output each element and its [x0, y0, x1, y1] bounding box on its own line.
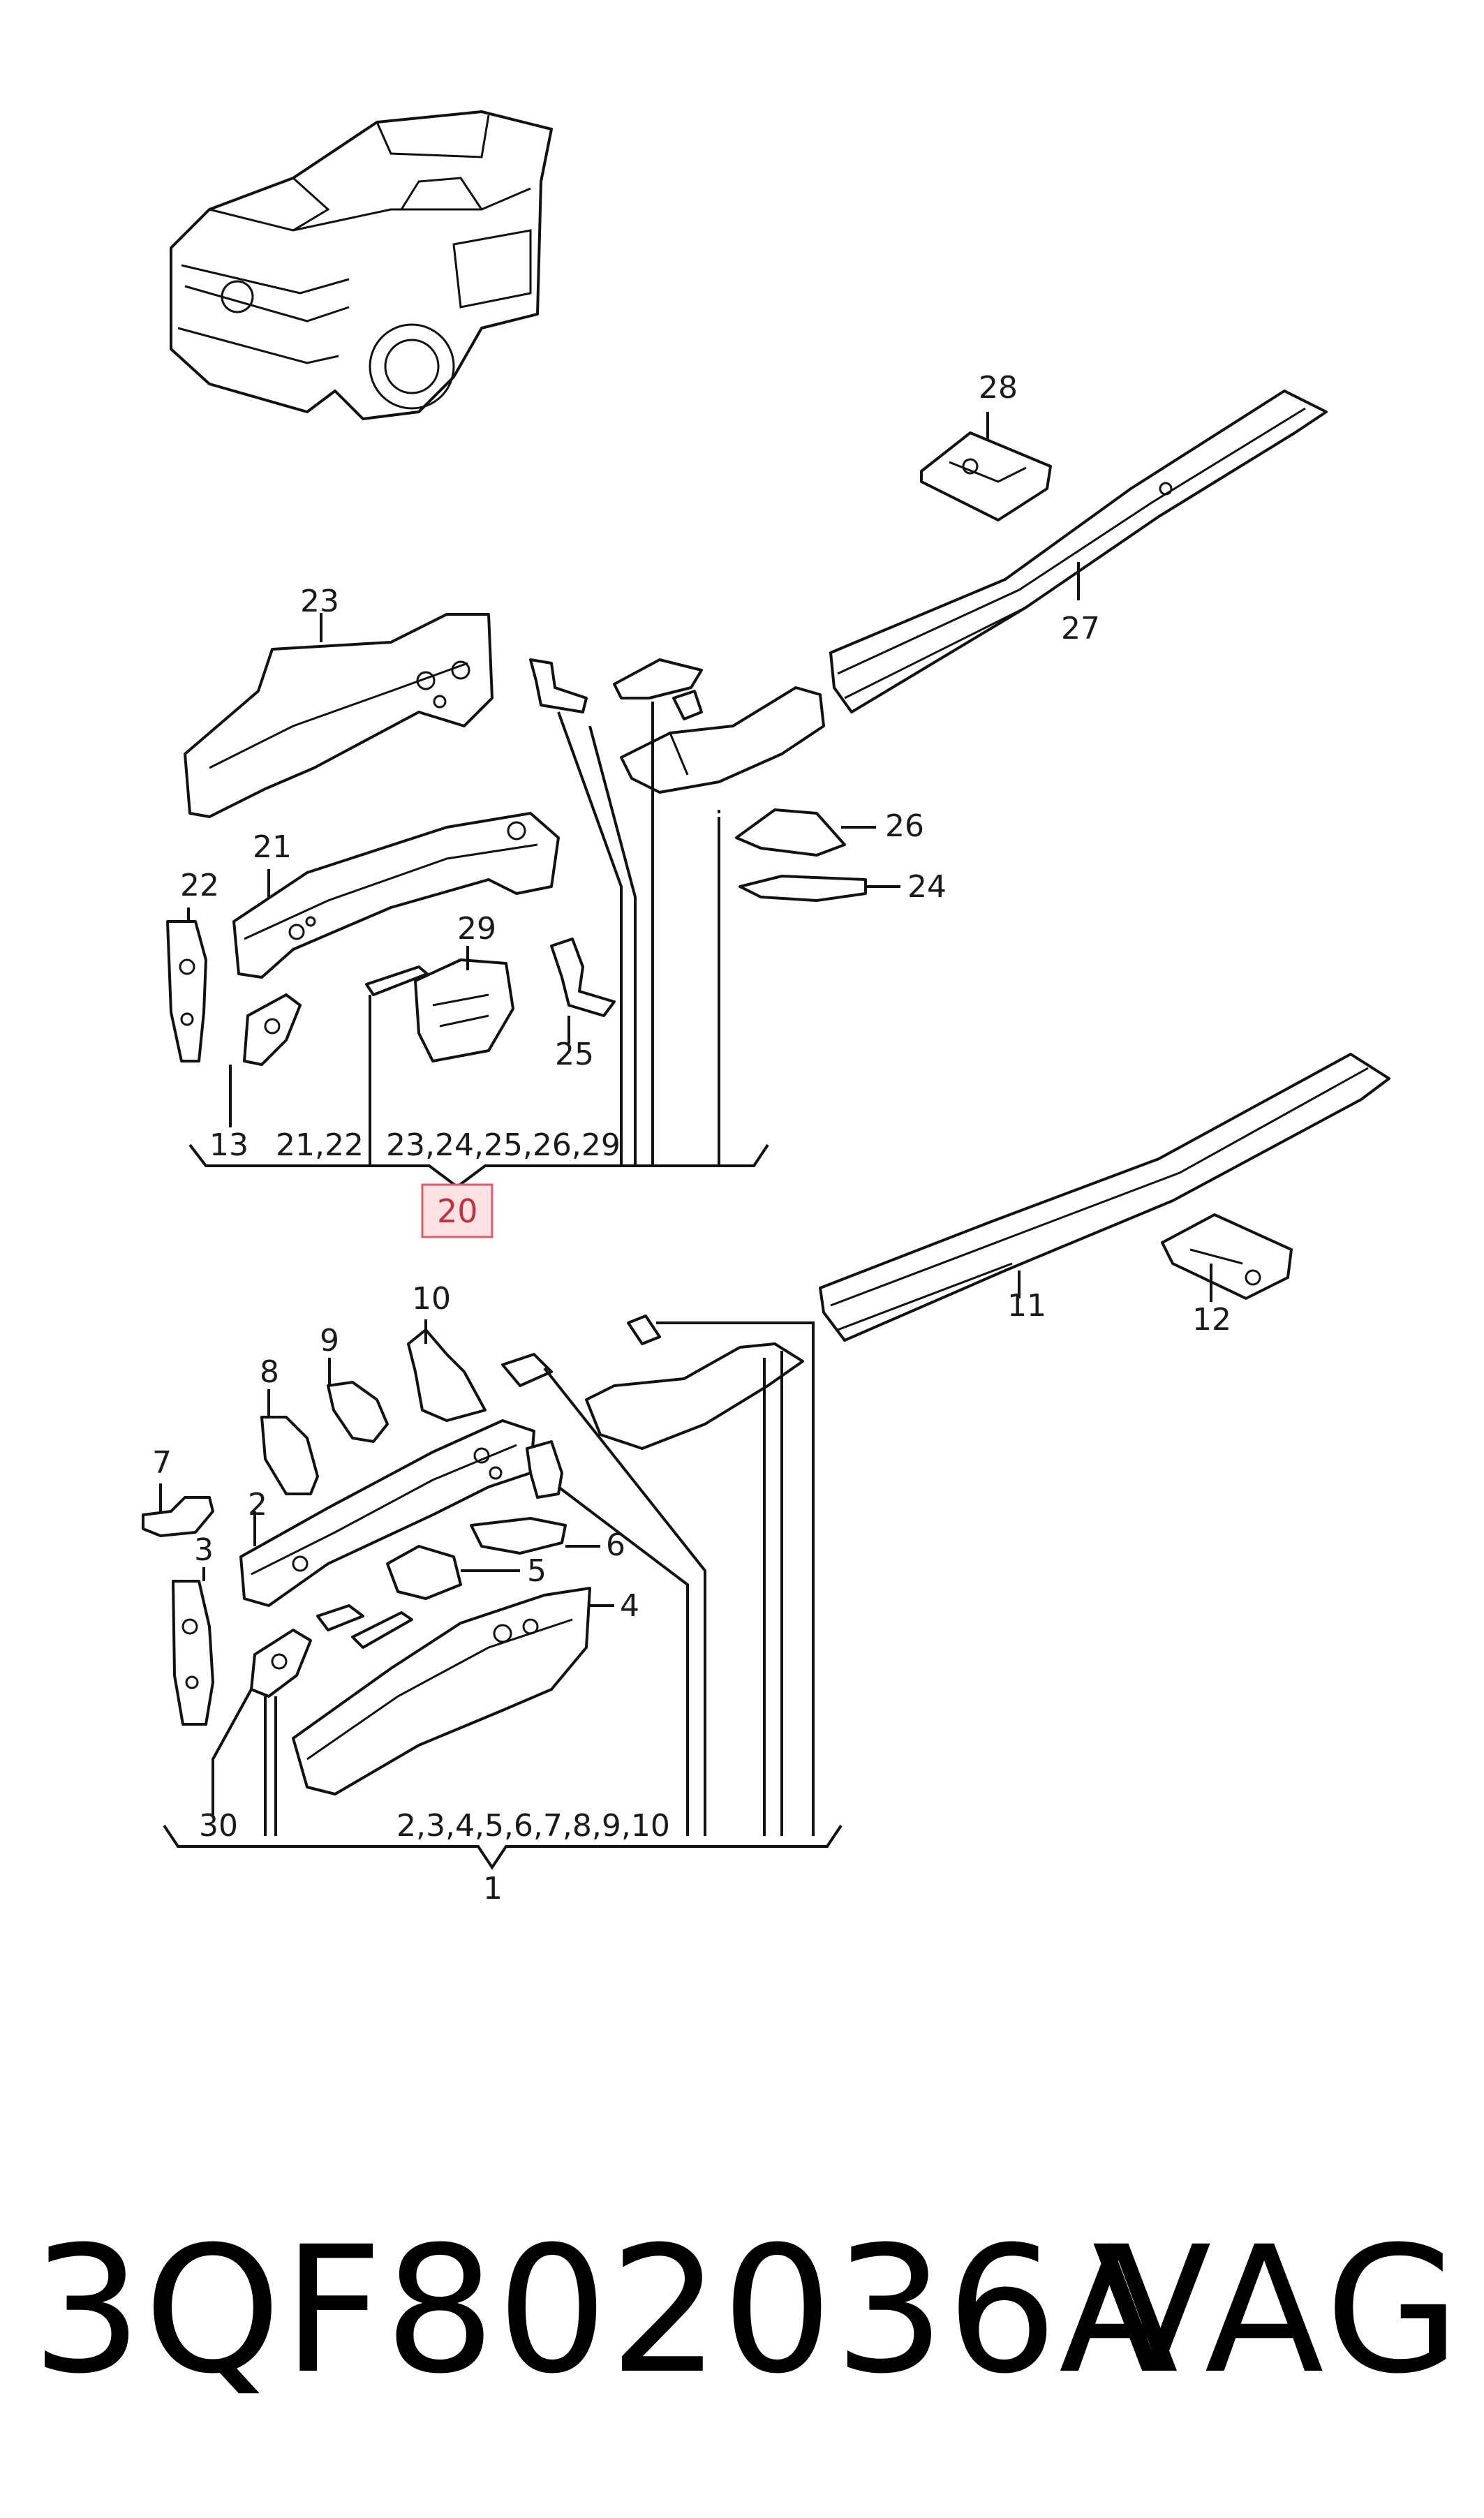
part-6-bracket: [470, 1517, 567, 1555]
lower-assembly: [142, 1053, 1390, 1795]
part-number: 3QF802036A: [31, 2209, 1180, 2412]
part-bracket-b: [613, 658, 703, 699]
callout-23: 23: [300, 584, 339, 619]
part-7-bracket: [142, 1496, 214, 1537]
callout-25: 25: [555, 1037, 594, 1072]
part-29-mount: [414, 958, 514, 1062]
brand-label: VAG: [1092, 2209, 1464, 2412]
callout-group-23-29: 23,24,25,26,29: [386, 1127, 621, 1163]
callout-13: 13: [209, 1127, 248, 1163]
callout-5: 5: [527, 1553, 547, 1589]
callout-8: 8: [260, 1354, 279, 1390]
callout-11: 11: [1007, 1288, 1046, 1324]
upper-assembly: [166, 390, 1328, 1066]
callout-10: 10: [412, 1281, 451, 1317]
callout-26: 26: [885, 808, 924, 844]
callout-group-2-10: 2,3,4,5,6,7,8,9,10: [396, 1808, 670, 1844]
part-small-plate-2: [351, 1611, 413, 1649]
callout-28: 28: [979, 370, 1018, 406]
part-center-bracket-b: [501, 1353, 553, 1387]
callout-7: 7: [152, 1445, 172, 1481]
part-center-bracket-c: [627, 1314, 661, 1345]
part-24-plate: [739, 875, 867, 902]
callout-27: 27: [1061, 611, 1100, 646]
part-13-bracket: [243, 993, 302, 1066]
part-3-bracket: [172, 1580, 214, 1726]
callout-3: 3: [194, 1532, 214, 1568]
part-30-bracket: [250, 1629, 312, 1698]
part-wheelhouse-rail: [620, 686, 825, 794]
part-23-member: [184, 613, 494, 818]
callout-30: 30: [199, 1808, 238, 1844]
part-11-sill-rail: [819, 1053, 1390, 1342]
callout-1: 1: [483, 1871, 503, 1906]
callout-22: 22: [180, 868, 219, 903]
part-5-bracket: [386, 1545, 462, 1600]
callout-12: 12: [1192, 1302, 1231, 1338]
callout-2: 2: [248, 1487, 267, 1523]
part-plate-small: [365, 965, 429, 996]
part-22-bracket: [166, 920, 207, 1062]
part-bracket-c: [672, 690, 703, 720]
lower-leader-lines: [159, 1264, 1212, 1870]
callout-4: 4: [620, 1588, 639, 1624]
part-2-member: [239, 1419, 535, 1607]
callout-29: 29: [457, 911, 496, 947]
callout-21: 21: [253, 829, 292, 865]
callout-6: 6: [606, 1527, 625, 1563]
vehicle-illustration: [170, 110, 553, 420]
part-25-bracket: [550, 938, 616, 1017]
callout-group-21-22: 21,22: [276, 1127, 364, 1163]
part-8-bracket: [260, 1416, 319, 1495]
part-4-member: [292, 1587, 591, 1795]
callout-labels: 23 28 27 21 22 29 26 24 25 13 21,22 23,2…: [152, 370, 1231, 1906]
part-26-plate: [735, 808, 846, 857]
part-center-bracket-a: [526, 1440, 563, 1499]
callout-20-highlighted: 20: [437, 1192, 478, 1230]
part-9-bracket: [327, 1381, 389, 1443]
part-12-bracket: [1161, 1213, 1293, 1300]
callout-24: 24: [907, 869, 947, 905]
part-wheelhouse-rail-lower: [585, 1342, 804, 1450]
upper-leader-lines: [187, 412, 1080, 1189]
part-small-plate-1: [316, 1604, 364, 1631]
highlight-box-20: [421, 1183, 494, 1238]
part-bracket-a: [529, 658, 588, 713]
part-10-bracket: [407, 1328, 487, 1422]
callout-9: 9: [320, 1323, 339, 1358]
